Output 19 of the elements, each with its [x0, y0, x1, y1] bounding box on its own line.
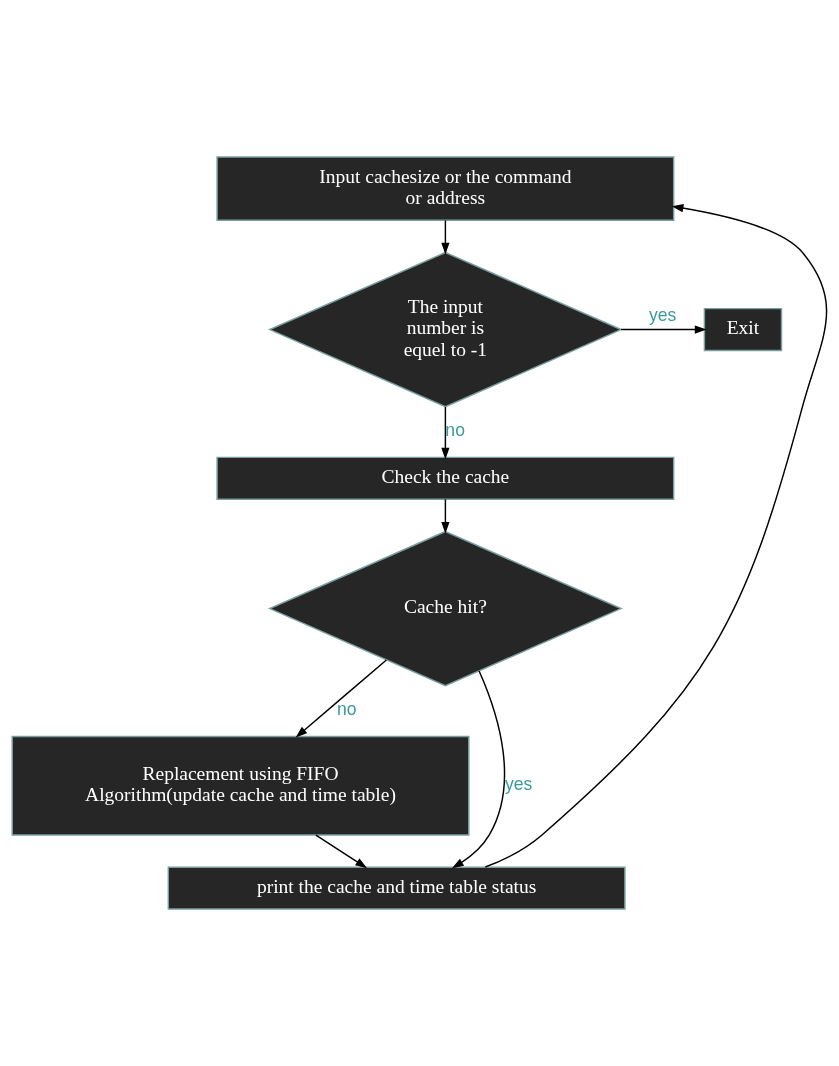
edge-label: no: [445, 420, 465, 441]
node-diamond: The input number is equel to -1: [267, 251, 623, 408]
edge-label: no: [337, 699, 357, 720]
node-diamond: Cache hit?: [267, 530, 623, 687]
arrow: [441, 406, 450, 460]
node-box: Input cachesize or the command or address: [216, 156, 675, 222]
arrow: [441, 219, 450, 255]
arrow: [484, 204, 828, 868]
arrow: [315, 834, 368, 869]
arrow: [620, 325, 707, 334]
arrow: [295, 659, 388, 738]
node-box: Check the cache: [216, 456, 675, 501]
edge-label: yes: [504, 773, 533, 794]
arrow: [441, 498, 450, 534]
edge-label: yes: [649, 305, 677, 326]
node-box: Exit: [703, 307, 783, 352]
node-box: print the cache and time table status: [167, 866, 626, 910]
node-box: Replacement using FIFO Algorithm(update cache and time table): [11, 735, 470, 836]
arrow: [451, 670, 506, 869]
